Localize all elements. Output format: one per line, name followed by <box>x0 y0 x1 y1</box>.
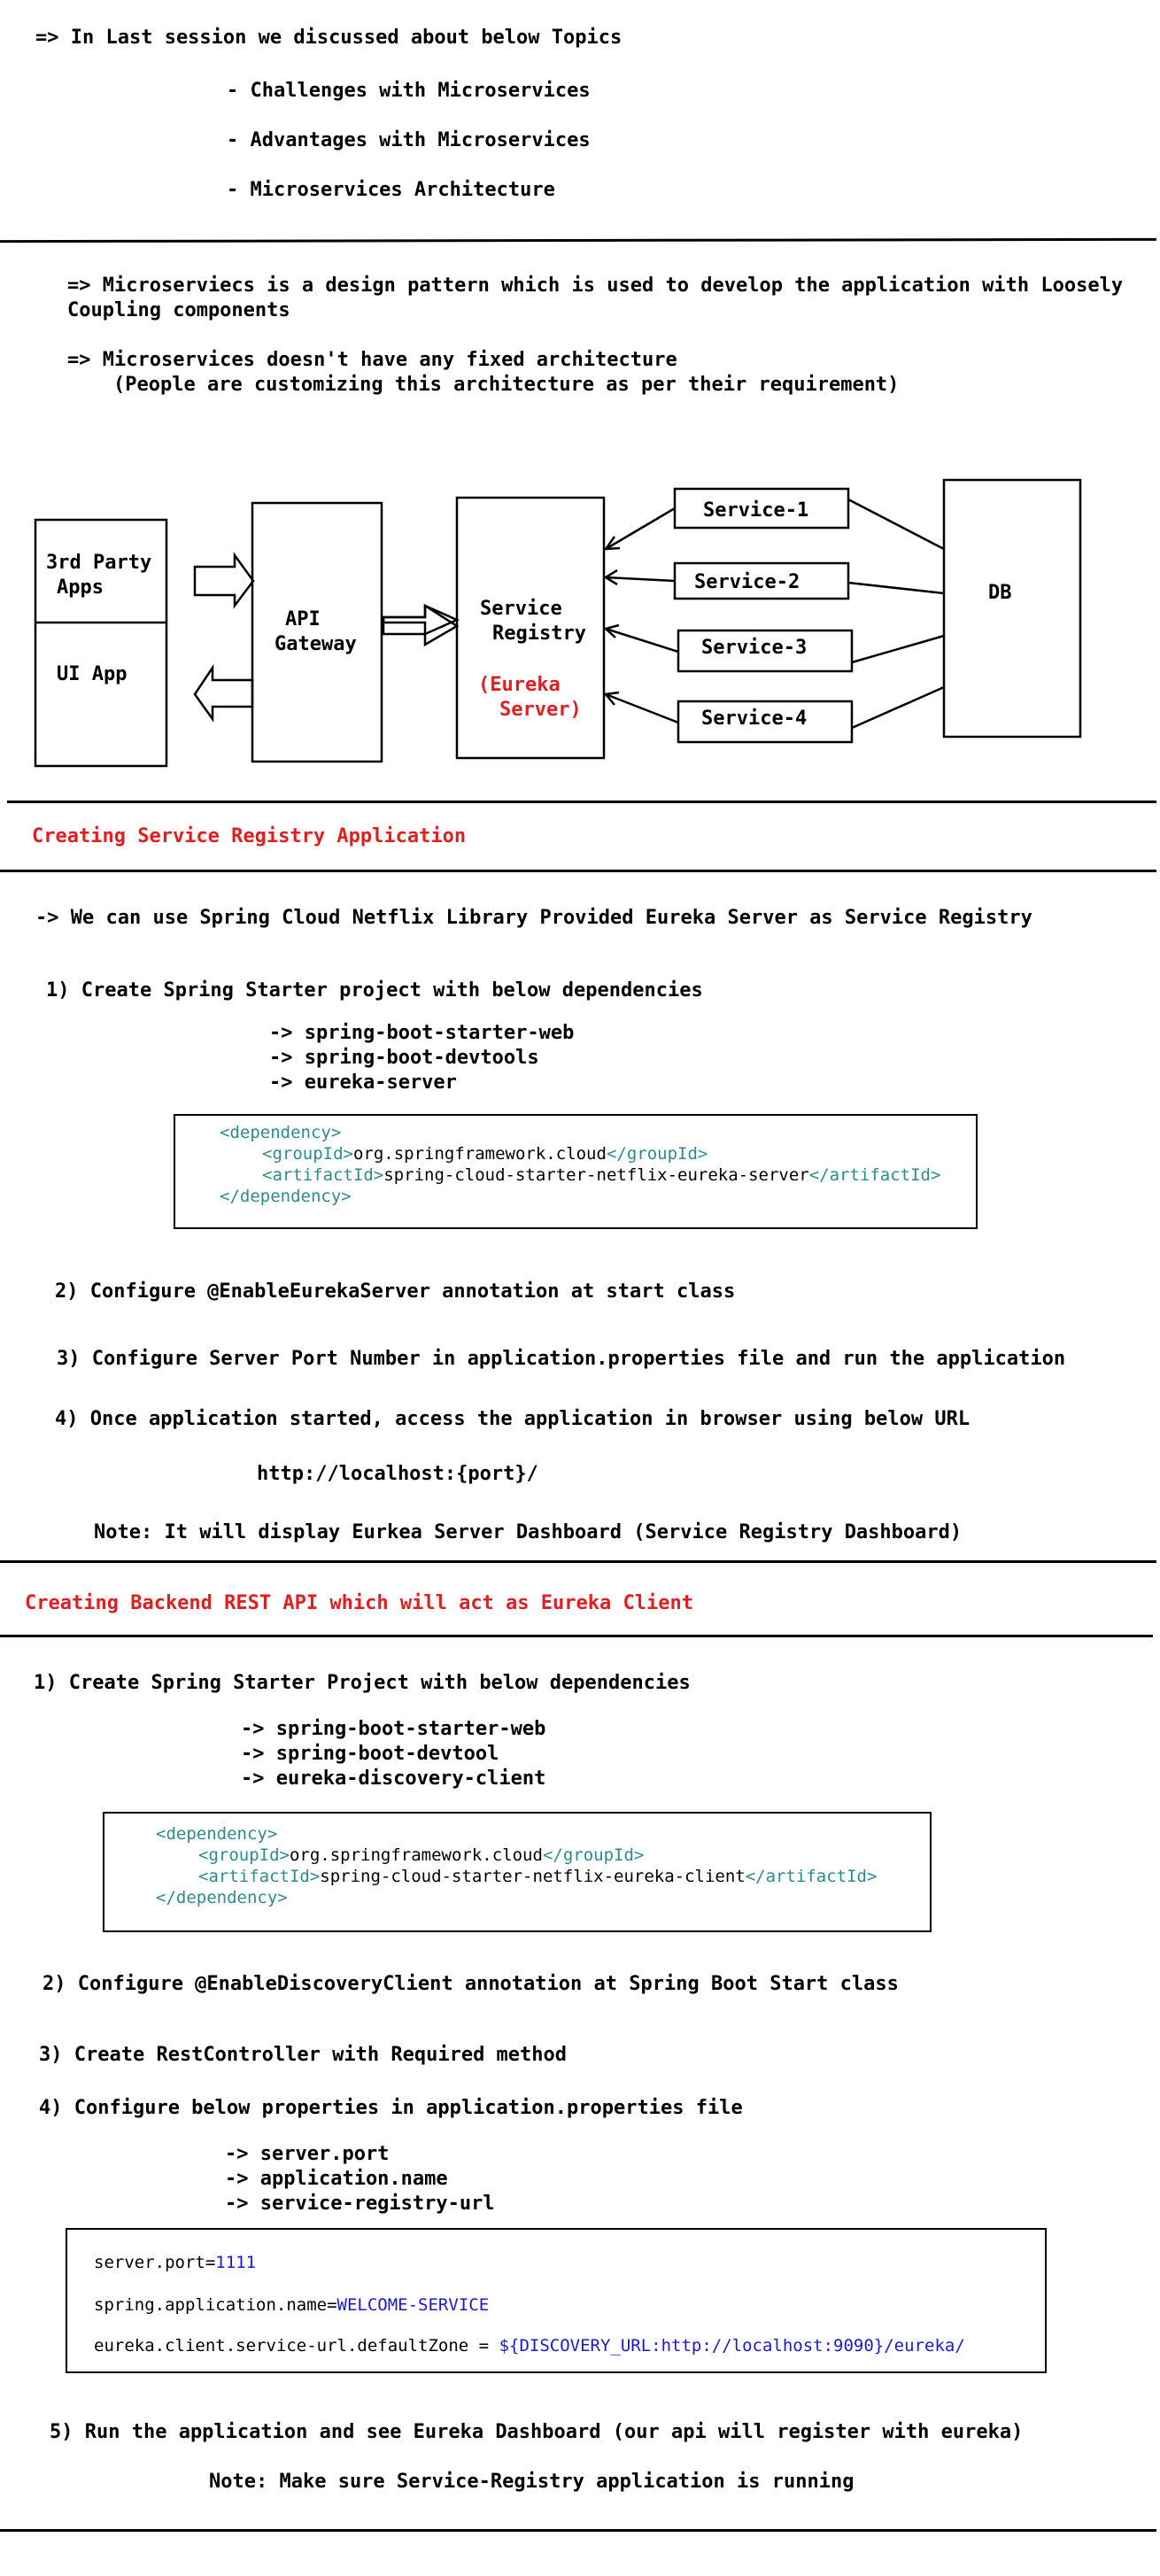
code-block: <dependency> <groupId>org.springframewor… <box>103 1812 932 1932</box>
architecture-diagram <box>34 478 1082 768</box>
divider <box>7 801 1156 803</box>
dependency-item: -> spring-boot-starter-web <box>269 1022 575 1044</box>
property-item: -> service-registry-url <box>225 2193 495 2215</box>
note-text: Note: It will display Eurkea Server Dash… <box>94 1521 963 1543</box>
service-label: Service-1 <box>703 499 809 522</box>
block-arrow-right <box>382 603 460 647</box>
step-text: 3) Create RestController with Required m… <box>39 2044 568 2066</box>
service-label: Service-3 <box>701 637 808 659</box>
code-line: <dependency> <box>156 1824 278 1844</box>
dependency-item: -> spring-boot-devtools <box>269 1047 539 1069</box>
section-intro: -> We can use Spring Cloud Netflix Libra… <box>35 907 1032 929</box>
service-registry-label: Registry <box>492 623 586 645</box>
step-text: 3) Configure Server Port Number in appli… <box>57 1348 1066 1370</box>
section-title: Creating Backend REST API which will act… <box>25 1592 693 1614</box>
ui-app-label: UI App <box>57 663 128 685</box>
service-registry-label: Service <box>480 598 562 620</box>
api-gateway-box <box>251 501 383 763</box>
config-line: eureka.client.service-url.defaultZone = … <box>94 2336 965 2356</box>
divider <box>0 2529 1156 2532</box>
dependency-item: -> spring-boot-starter-web <box>241 1718 546 1740</box>
service-registry-box <box>455 496 606 760</box>
intro-heading: => In Last session we discussed about be… <box>35 27 623 49</box>
note-text: Note: Make sure Service-Registry applica… <box>209 2471 855 2493</box>
api-gateway-label: API <box>285 608 321 630</box>
section-title: Creating Service Registry Application <box>32 825 467 847</box>
db-label: DB <box>988 582 1012 604</box>
step-text: 2) Configure @EnableEurekaServer annotat… <box>55 1280 736 1303</box>
third-party-label: Apps <box>57 576 104 599</box>
note-line: => Microserviecs is a design pattern whi… <box>67 275 1124 297</box>
code-line: <dependency> <box>220 1123 342 1142</box>
code-line: </dependency> <box>220 1187 352 1206</box>
divider <box>0 1635 1153 1637</box>
code-line: <artifactId>spring-cloud-starter-netflix… <box>262 1165 941 1185</box>
step-text: 1) Create Spring Starter project with be… <box>46 979 703 1002</box>
eureka-server-label: (Eureka <box>478 674 561 696</box>
code-line: <groupId>org.springframework.cloud</grou… <box>198 1845 645 1865</box>
client-box <box>34 518 168 768</box>
code-line: </dependency> <box>156 1888 288 1907</box>
divider <box>0 870 1156 872</box>
config-block: server.port=1111 spring.application.name… <box>66 2228 1047 2373</box>
config-line: spring.application.name=WELCOME-SERVICE <box>94 2295 490 2315</box>
url-text: http://localhost:{port}/ <box>257 1463 538 1485</box>
topic-item: - Microservices Architecture <box>227 179 555 201</box>
property-item: -> server.port <box>225 2143 390 2165</box>
dependency-item: -> spring-boot-devtool <box>241 1743 499 1765</box>
db-box <box>942 478 1082 739</box>
block-arrow-left <box>193 663 254 723</box>
note-line: (People are customizing this architectur… <box>113 374 900 396</box>
note-line: => Microservices doesn't have any fixed … <box>67 349 677 371</box>
step-text: 5) Run the application and see Eureka Da… <box>50 2421 1024 2443</box>
service-label: Service-2 <box>694 571 800 593</box>
property-item: -> application.name <box>225 2168 448 2190</box>
topic-item: - Advantages with Microservices <box>227 129 591 151</box>
code-line: <groupId>org.springframework.cloud</grou… <box>262 1144 708 1164</box>
eureka-server-label: Server) <box>499 699 582 721</box>
block-arrow-right <box>193 552 255 609</box>
service-label: Service-4 <box>701 708 808 730</box>
code-block: <dependency> <groupId>org.springframewor… <box>174 1114 978 1229</box>
config-line: server.port=1111 <box>94 2253 257 2272</box>
step-text: 2) Configure @EnableDiscoveryClient anno… <box>43 1973 899 1995</box>
divider <box>0 1560 1156 1563</box>
code-line: <artifactId>spring-cloud-starter-netflix… <box>198 1867 878 1886</box>
dependency-item: -> eureka-server <box>269 1071 457 1094</box>
step-text: 1) Create Spring Starter Project with be… <box>34 1672 691 1694</box>
api-gateway-label: Gateway <box>275 633 357 655</box>
topic-item: - Challenges with Microservices <box>227 80 591 102</box>
step-text: 4) Once application started, access the … <box>55 1408 971 1430</box>
dependency-item: -> eureka-discovery-client <box>241 1768 546 1790</box>
step-text: 4) Configure below properties in applica… <box>39 2097 743 2119</box>
divider <box>0 237 1157 244</box>
note-line: Coupling components <box>67 299 290 321</box>
third-party-label: 3rd Party <box>46 552 152 574</box>
